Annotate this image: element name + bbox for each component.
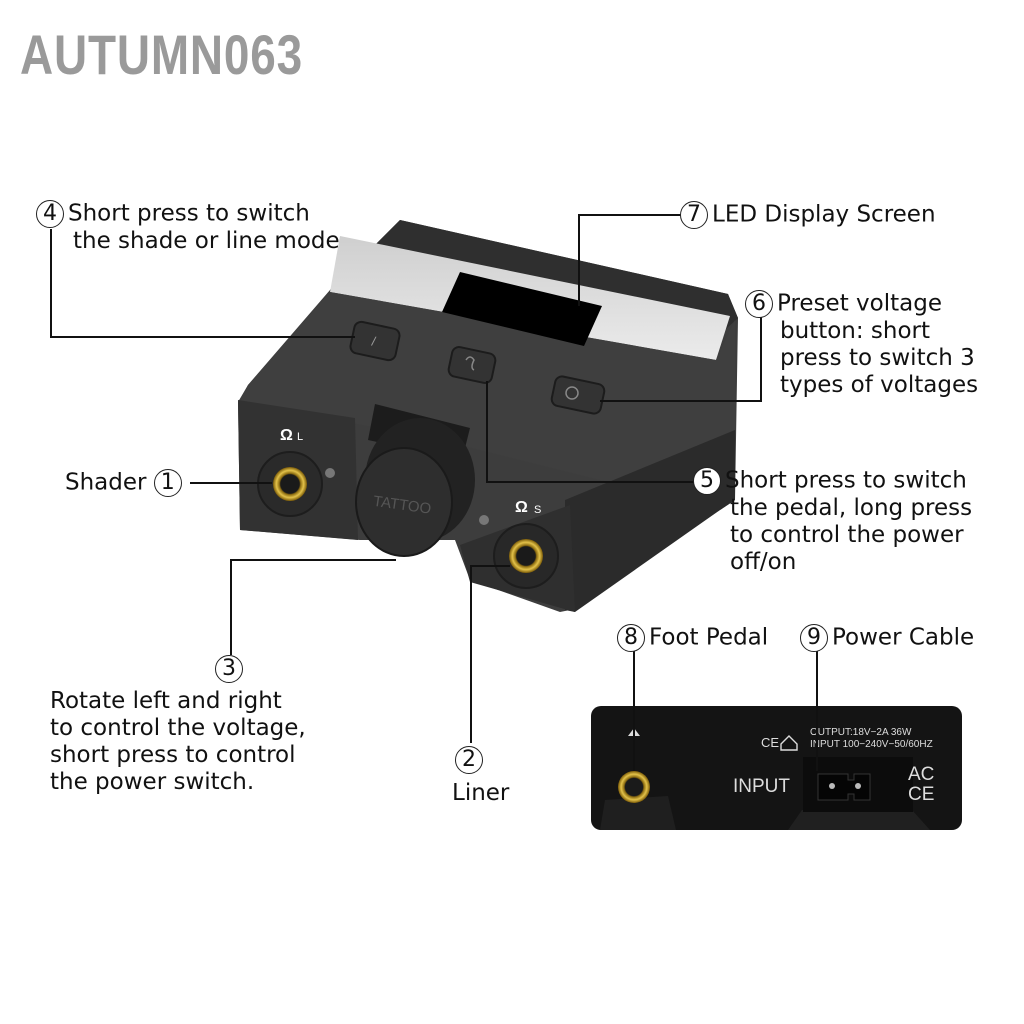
callout-6-line-4: types of voltages [780,372,979,398]
leader-line-2 [470,565,510,567]
callout-7-text: LED Display Screen [712,201,936,228]
callout-6-line-2: button: short [780,318,931,344]
callout-4-line-2: the shade or line mode [73,228,340,254]
callout-1: Shader 1 [65,469,186,497]
callout-9-text: Power Cable [832,624,975,651]
voltage-knob[interactable]: TATTOO [355,404,475,557]
indoor-use-icon [780,735,798,751]
callout-2-marker: 2 [455,746,487,774]
leader-line-7 [578,214,580,306]
pedal-button[interactable] [447,346,497,384]
leader-line-1 [190,482,272,484]
leader-line-4 [50,336,355,338]
port-left-label: L [297,431,303,443]
callout-number-7: 7 [680,201,708,229]
callout-number-4: 4 [36,200,64,228]
callout-3-line-2: to control the voltage, [50,715,306,741]
liner-port-block: Ω S [460,499,575,612]
leader-line-5 [486,381,488,482]
callout-3-line-1: Rotate left and right [50,688,282,714]
callout-number-9: 9 [800,624,828,652]
callout-number-5: 5 [693,467,721,495]
callout-5-line-3: to control the power [730,522,964,548]
ce-mark: CE [761,735,779,750]
leader-line-3 [230,559,396,561]
leader-line-4 [50,229,52,337]
shader-indicator-led [325,468,335,478]
svg-text:/: / [370,334,377,350]
callout-6-line-1: Preset voltage [777,290,942,317]
callout-4-line-1: Short press to switch [68,200,310,227]
callout-3-line-4: the power switch. [50,769,255,795]
leader-line-6 [760,317,762,402]
callout-3: Rotate left and right to control the vol… [50,688,306,796]
callout-5-line-1: Short press to switch [725,467,967,494]
ce-label: CE [908,784,934,805]
leader-line-3 [230,559,232,655]
port-right-label: S [534,504,541,516]
output-spec: OUTPUT:18V−2A 36W [810,727,912,738]
callout-1-text: Shader [65,469,147,496]
ohm-left-icon: Ω [280,427,293,444]
callout-2: Liner [452,780,509,807]
callout-number-1: 1 [153,469,182,497]
callout-3-line-3: short press to control [50,742,296,768]
ac-label: AC [908,764,934,785]
liner-port[interactable] [509,539,543,573]
power-inlet[interactable] [817,773,871,801]
leader-line-7 [578,214,682,216]
leader-line-5 [486,481,694,483]
callout-2-text: Liner [452,780,510,806]
callout-number-6: 6 [745,290,773,318]
leader-line-6 [600,400,762,402]
callout-number-2: 2 [455,746,483,774]
foot-pedal-port[interactable] [618,771,650,803]
watermark: AUTUMN063 [20,23,303,86]
led-display-screen [442,272,602,346]
callout-5-line-2: the pedal, long press [730,495,973,521]
callout-5-line-4: off/on [730,549,797,575]
shader-port[interactable] [273,467,307,501]
leader-line-2 [470,565,472,743]
callout-3-marker: 3 [215,655,247,683]
callout-number-8: 8 [617,624,645,652]
liner-indicator-led [479,515,489,525]
ohm-right-icon: Ω [515,499,528,516]
input-spec: INPUT 100−240V−50/60HZ [810,739,933,750]
leader-line-9 [816,651,818,771]
input-label: INPUT [733,776,790,797]
callout-8-text: Foot Pedal [649,624,769,651]
leader-line-8 [633,651,635,771]
callout-6-line-3: press to switch 3 [780,345,975,371]
shader-port-block: Ω L [238,400,358,540]
callout-number-3: 3 [215,655,243,683]
